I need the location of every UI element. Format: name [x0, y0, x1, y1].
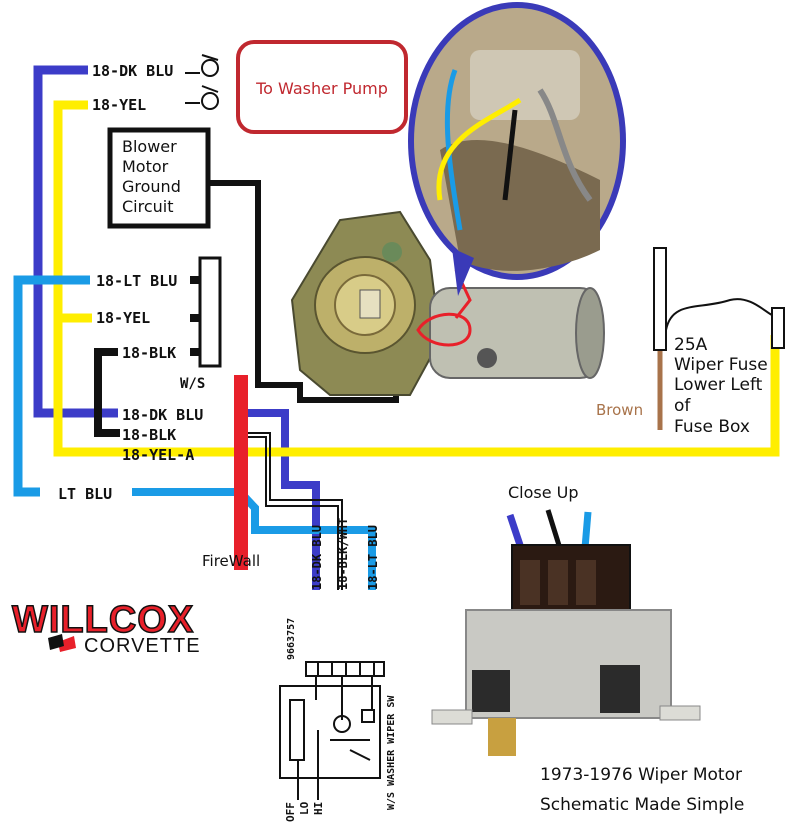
washer-pump-label: To Washer Pump	[255, 79, 388, 98]
switch-closeup-image	[431, 509, 701, 756]
yellow-wire	[53, 100, 780, 457]
connector-pins	[190, 276, 200, 356]
willcox-logo: WILLCOX CORVETTE	[11, 598, 201, 657]
logo-brand: WILLCOX	[12, 599, 194, 641]
label-vert-dk-blu: 18-DK BLU	[310, 525, 324, 590]
blower-line-3: Ground	[122, 177, 181, 196]
dk-blue-wire	[33, 65, 118, 418]
label-yel-mid: 18-YEL	[96, 309, 150, 327]
lt-blue-wire	[13, 275, 90, 497]
label-lt-blu-bottom: LT BLU	[58, 485, 112, 503]
lt-blue-wire-bottom	[132, 488, 376, 590]
black-wire	[94, 348, 120, 437]
label-connector-pn: 9663757	[286, 618, 297, 660]
wiper-motor-image	[290, 210, 605, 396]
fuse-right-terminal	[771, 307, 785, 349]
washer-pump-terminals	[185, 54, 219, 110]
blower-line-1: Blower	[122, 137, 177, 156]
label-top-yel: 18-YEL	[92, 96, 146, 114]
fuse-line-3: Lower Left	[674, 375, 763, 395]
corvette-flags-icon	[48, 634, 76, 652]
label-blk-mid: 18-BLK	[122, 344, 176, 362]
fuse-line-5: Fuse Box	[674, 417, 750, 437]
fuse-line-4: of	[674, 396, 691, 416]
fuse-left-terminal	[653, 247, 667, 351]
label-blk-lower: 18-BLK	[122, 426, 176, 444]
brown-label: Brown	[596, 401, 643, 419]
firewall-bar	[234, 375, 248, 570]
label-ws: W/S	[180, 376, 205, 392]
label-vert-lt-blu: 18-LT BLU	[366, 525, 380, 590]
blk-wht-wire	[245, 432, 343, 590]
title-line-2: Schematic Made Simple	[540, 795, 744, 815]
closeup-circle-image	[408, 2, 626, 280]
blk-wht-wire-2	[245, 436, 339, 590]
firewall-label: FireWall	[202, 552, 260, 570]
label-lt-blu: 18-LT BLU	[96, 272, 177, 290]
label-yel-a: 18-YEL-A	[122, 446, 194, 464]
washer-pump-callout	[236, 40, 408, 134]
label-top-dk-blu: 18-DK BLU	[92, 62, 173, 80]
label-vert-blk-wht: 18-BLK/WHT	[336, 518, 350, 590]
logo-sub: CORVETTE	[84, 635, 201, 657]
fuse-line-2: Wiper Fuse	[674, 355, 768, 375]
switch-schematic	[279, 676, 381, 800]
fuse-link-wire	[665, 298, 773, 331]
label-switch-lo: LO	[298, 801, 311, 815]
switch-connector-pins	[317, 662, 375, 676]
label-dk-blu-lower: 18-DK BLU	[122, 406, 203, 424]
title-line-1: 1973-1976 Wiper Motor	[540, 765, 742, 785]
label-switch: W/S WASHER WIPER SW	[386, 695, 397, 810]
blower-line-2: Motor	[122, 157, 169, 176]
closeup-pointer	[452, 248, 474, 296]
blower-line-4: Circuit	[122, 197, 174, 216]
dk-blue-wire-down	[245, 409, 320, 590]
label-switch-hi: HI	[312, 802, 325, 815]
label-switch-off: OFF	[284, 802, 297, 822]
motor-connector-block	[198, 256, 222, 368]
blower-box	[107, 127, 211, 229]
fuse-line-1: 25A	[674, 335, 708, 355]
closeup-label: Close Up	[508, 483, 579, 502]
